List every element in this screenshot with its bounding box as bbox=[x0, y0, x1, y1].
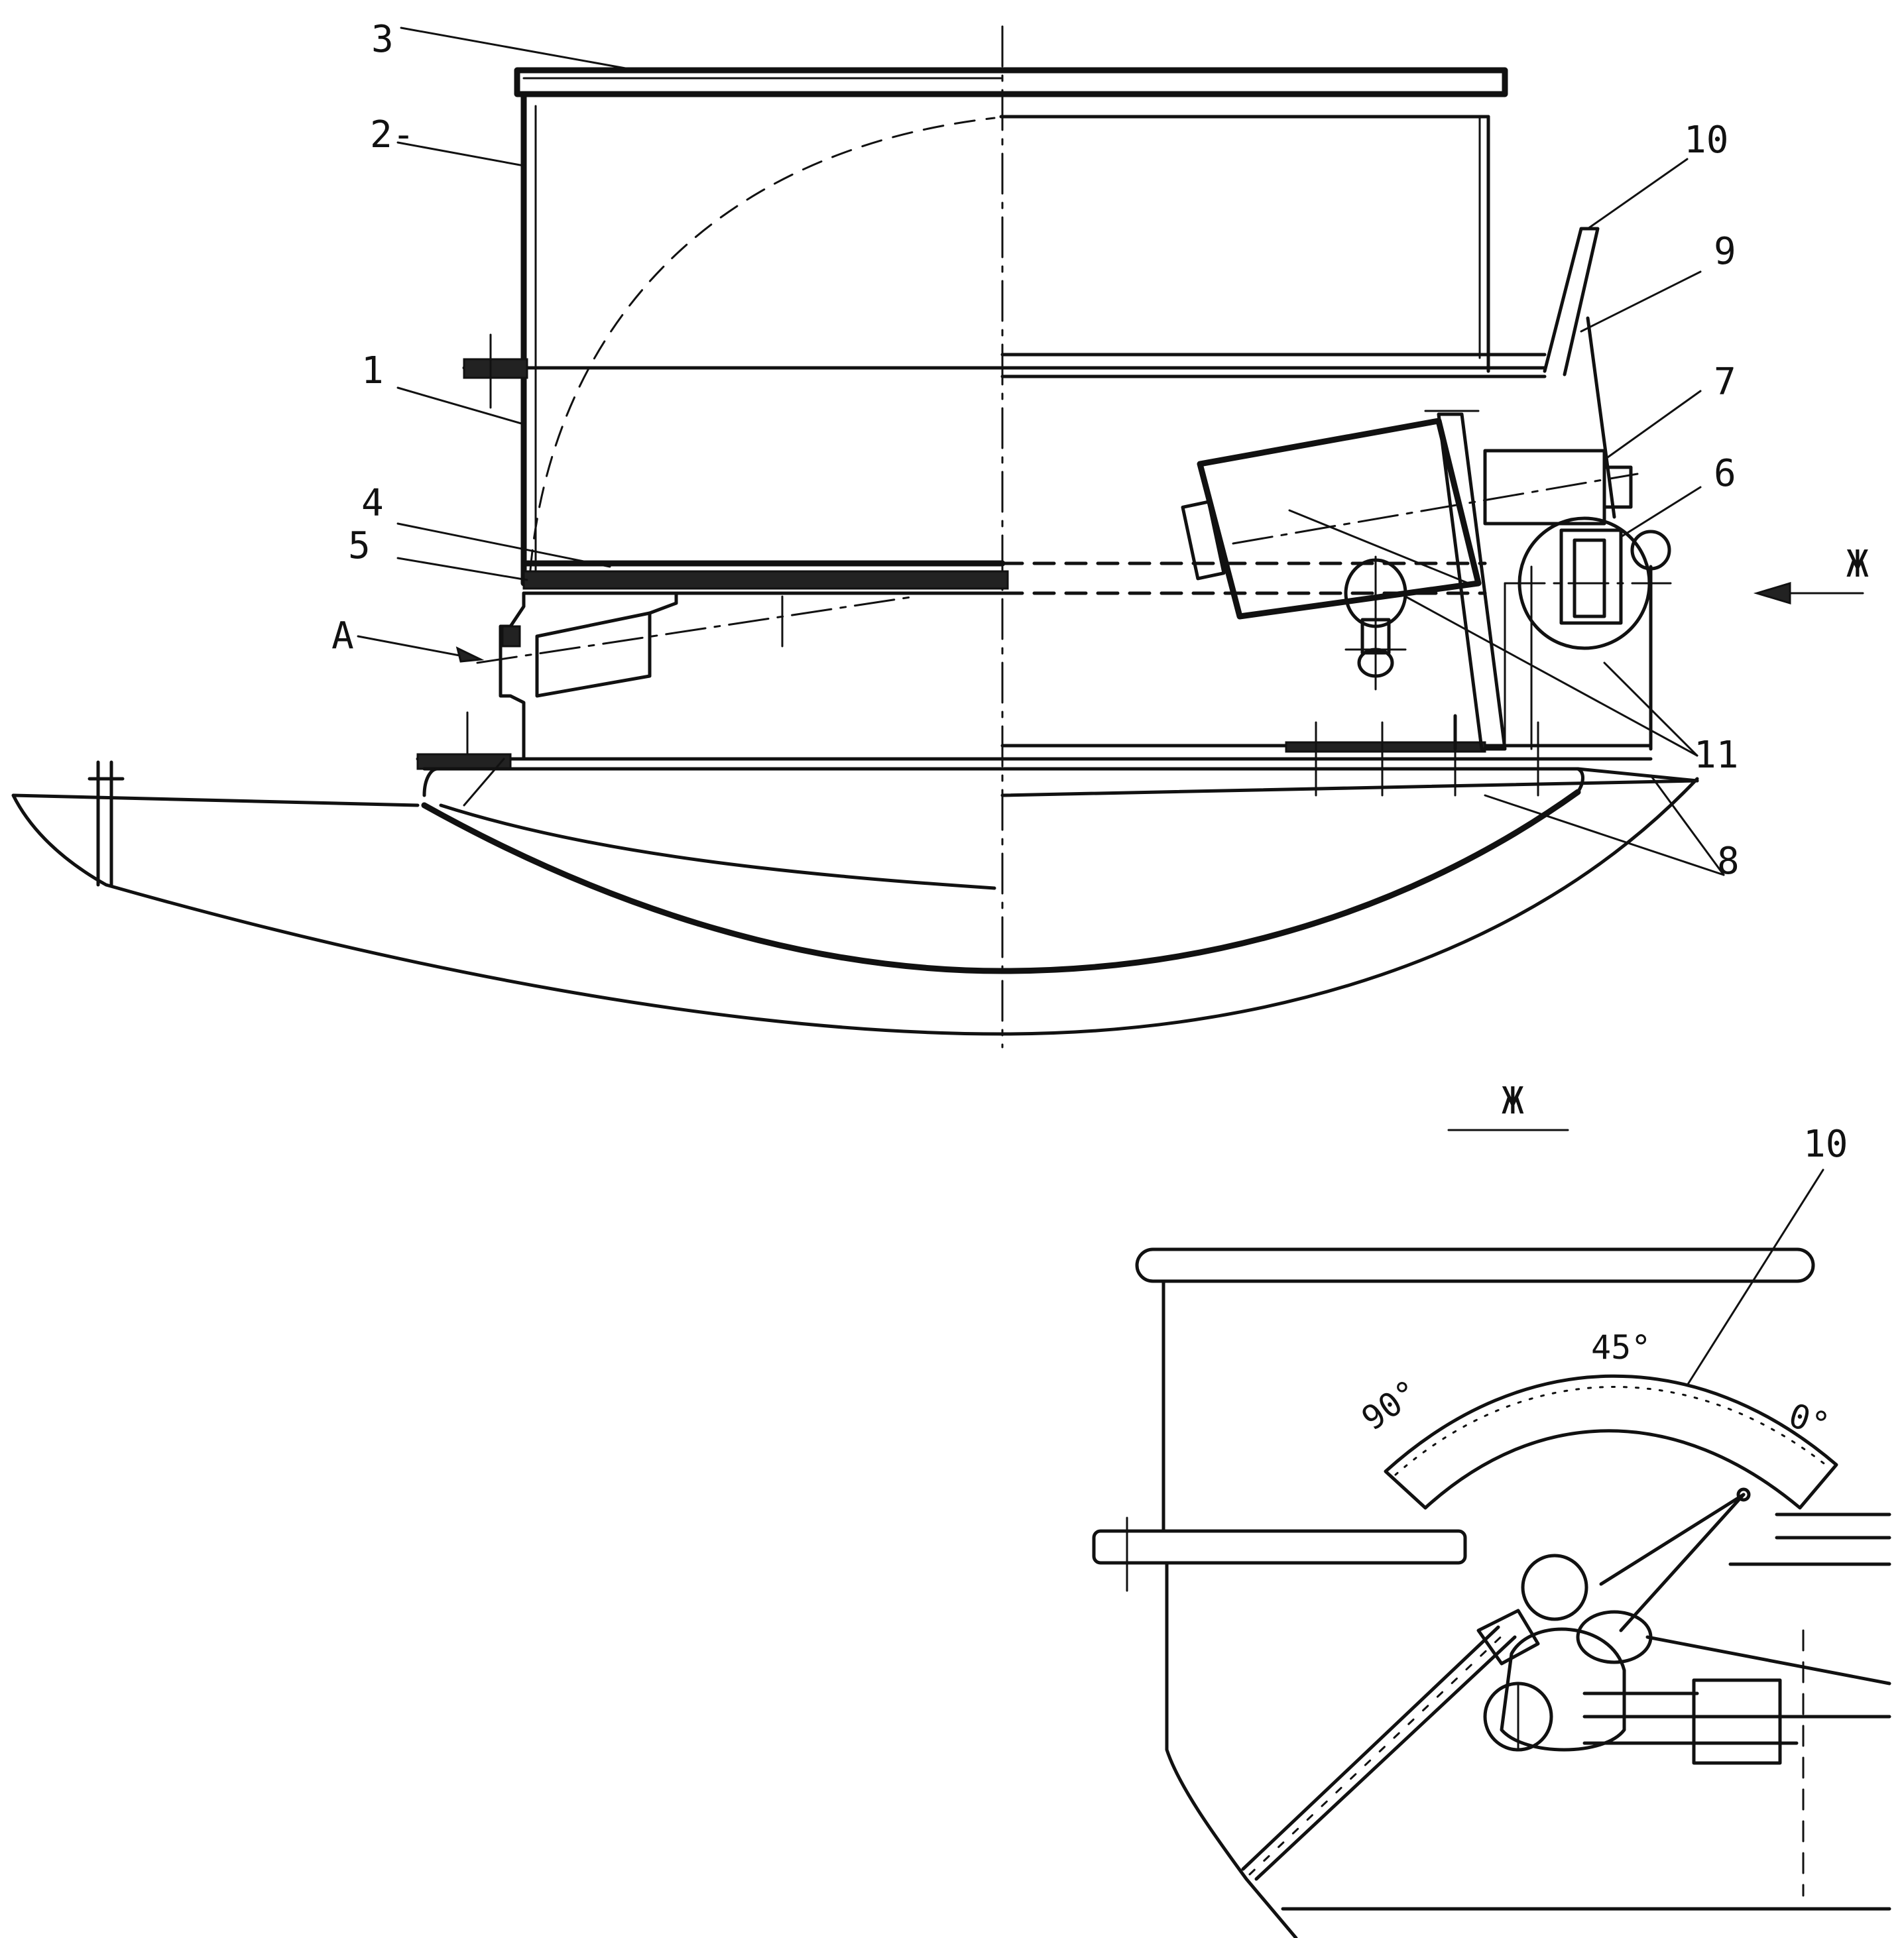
callout-9: 9 bbox=[1714, 230, 1736, 273]
lever-handle bbox=[1543, 227, 1600, 376]
motor-assembly bbox=[1181, 410, 1672, 751]
angle-pointer bbox=[1599, 1493, 1746, 1586]
detail-top-rail bbox=[1135, 1247, 1815, 1283]
motor-body bbox=[1197, 418, 1482, 620]
callout-6: 6 bbox=[1714, 452, 1736, 495]
callout-A: A bbox=[331, 614, 354, 657]
pivot-knob bbox=[1521, 1554, 1588, 1621]
callout-3: 3 bbox=[371, 18, 394, 61]
detail-view-zh: Ж 10 90° 45° 0° bbox=[1092, 1080, 1891, 1938]
callout-2: 2- bbox=[370, 113, 414, 156]
main-section-view: 3 2- 1 4 5 A 10 9 7 6 11 8 Ж bbox=[11, 18, 1869, 1049]
callout-10: 10 bbox=[1684, 119, 1728, 162]
callout-1: 1 bbox=[361, 349, 384, 392]
angle-scale bbox=[1384, 1374, 1838, 1510]
callout-7: 7 bbox=[1714, 361, 1736, 404]
scale-mark-0: 0° bbox=[1784, 1396, 1834, 1445]
callout-11: 11 bbox=[1694, 734, 1738, 777]
sieve-plate bbox=[522, 570, 1009, 590]
detail-callout-10: 10 bbox=[1803, 1123, 1848, 1166]
bowl-inner-curve bbox=[421, 789, 1581, 974]
callout-8: 8 bbox=[1717, 840, 1740, 883]
leader-lines bbox=[357, 27, 1864, 876]
top-rim bbox=[514, 67, 1508, 97]
callout-5: 5 bbox=[348, 524, 371, 567]
callout-4: 4 bbox=[361, 482, 384, 525]
outer-hull bbox=[11, 777, 1699, 1036]
scale-mark-90: 90° bbox=[1355, 1373, 1426, 1438]
view-arrow-label: Ж bbox=[1846, 543, 1869, 586]
scale-mark-45: 45° bbox=[1591, 1328, 1651, 1367]
detail-side-rail bbox=[1092, 1529, 1467, 1565]
swing-arc bbox=[529, 117, 996, 571]
diagonal-rod bbox=[1241, 1625, 1500, 1871]
detail-view-title: Ж bbox=[1502, 1080, 1524, 1123]
